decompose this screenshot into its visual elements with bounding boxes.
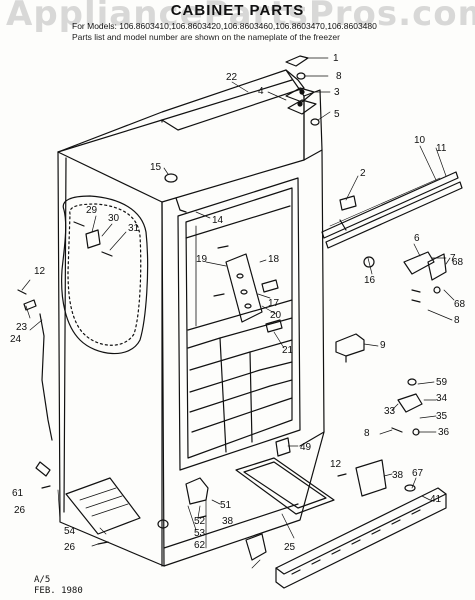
page-title: CABINET PARTS	[170, 2, 305, 19]
control-bracket	[225, 253, 283, 333]
callout-9: 9	[380, 340, 386, 351]
callout-68: 68	[452, 257, 464, 268]
callout-12: 12	[34, 266, 46, 277]
callout-17: 17	[268, 298, 280, 309]
callout-16: 16	[364, 275, 376, 286]
callout-4: 4	[258, 86, 264, 97]
side-coil-panel	[61, 195, 149, 355]
cabinet-body	[57, 69, 325, 567]
callout-labels: 1234567888910111212141516171819202122232…	[10, 53, 466, 553]
watermark: AppliancePartsPros.com	[6, 0, 475, 34]
callout-5: 5	[334, 109, 340, 120]
footer-code: A/5	[34, 575, 51, 585]
model-list: For Models: 106.8603410,106.8603420,106.…	[72, 21, 377, 31]
callout-8-2: 8	[454, 315, 460, 326]
callout-20: 20	[270, 310, 282, 321]
callout-30: 30	[108, 213, 120, 224]
callout-36: 36	[438, 427, 450, 438]
callout-59: 59	[436, 377, 448, 388]
callout-62: 62	[194, 540, 206, 551]
callout-41: 41	[430, 494, 442, 505]
callout-7: 7	[450, 253, 456, 264]
hinge-rail	[321, 171, 463, 249]
lower-right-hinge	[363, 251, 447, 303]
callout-19: 19	[196, 254, 208, 265]
callout-2: 2	[360, 168, 366, 179]
nameplate-note: Parts list and model number are shown on…	[72, 32, 340, 42]
callout-68-2: 68	[454, 299, 466, 310]
fasteners	[17, 173, 347, 545]
callout-38: 38	[392, 470, 404, 481]
top-hinge-assembly	[285, 55, 320, 126]
callout-61: 61	[12, 488, 24, 499]
callout-51: 51	[220, 500, 232, 511]
callout-10: 10	[414, 135, 426, 146]
leader-lines	[21, 57, 455, 569]
callout-11: 11	[436, 143, 447, 154]
callout-52: 52	[194, 516, 206, 527]
callout-21: 21	[282, 345, 294, 356]
callout-15: 15	[150, 162, 162, 173]
callout-29: 29	[86, 205, 98, 216]
drain-trough	[235, 457, 335, 515]
callout-67: 67	[412, 468, 424, 479]
callout-18: 18	[268, 254, 280, 265]
footer-date: FEB. 1980	[34, 586, 83, 596]
callout-3: 3	[334, 87, 340, 98]
callout-6: 6	[414, 233, 420, 244]
callout-8: 8	[336, 71, 342, 82]
bottom-hinge-and-leg	[35, 437, 416, 561]
callout-53: 53	[194, 528, 206, 539]
door-switch-parts	[391, 378, 423, 436]
callout-24: 24	[10, 334, 22, 345]
base-grille	[275, 487, 447, 589]
side-hinge-parts	[73, 221, 113, 257]
callout-49: 49	[300, 442, 312, 453]
callout-54: 54	[64, 526, 76, 537]
callout-25: 25	[284, 542, 296, 553]
callout-38-2: 38	[222, 516, 234, 527]
callout-26-2: 26	[64, 542, 76, 553]
callout-31: 31	[128, 223, 140, 234]
callout-14: 14	[212, 215, 224, 226]
callout-26: 26	[14, 505, 26, 516]
callout-1: 1	[333, 53, 339, 64]
lamp-socket	[335, 333, 365, 363]
callout-33: 33	[384, 406, 396, 417]
callout-34: 34	[436, 393, 448, 404]
callout-22: 22	[226, 72, 238, 83]
callout-12-2: 12	[330, 459, 342, 470]
callout-8-3: 8	[364, 428, 370, 439]
callout-23: 23	[16, 322, 28, 333]
callout-35: 35	[436, 411, 448, 422]
